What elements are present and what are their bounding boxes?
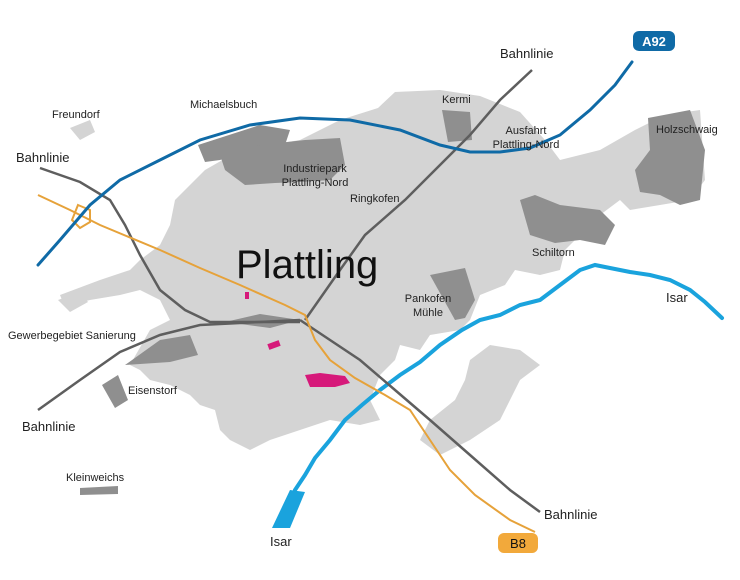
a92-badge-label: A92 [642, 34, 666, 49]
label-gewerbegebiet: Gewerbegebiet Sanierung [8, 330, 136, 342]
city-name: Plattling [236, 243, 378, 287]
label-holzschwaig: Holzschwaig [656, 124, 718, 136]
b8-badge [498, 533, 538, 553]
label-bahnlinie-left-bottom: Bahnlinie [22, 419, 76, 434]
b8-badge-label: B8 [510, 536, 526, 551]
industrial-industriepark [220, 138, 345, 185]
industrial-kleinweichs [80, 486, 118, 495]
highlight-area-main [305, 373, 350, 387]
road-b8 [37, 194, 536, 533]
label-ringkofen: Ringkofen [350, 193, 400, 205]
highlight-marker-center [267, 340, 281, 350]
railway-west-north [39, 166, 300, 324]
label-ausfahrt-line1: Ausfahrt [506, 125, 547, 137]
label-bahnlinie-top: Bahnlinie [500, 46, 554, 61]
label-freundorf: Freundorf [52, 109, 101, 121]
industrial-gewerbegebiet [125, 335, 198, 365]
a92-badge [633, 31, 675, 51]
label-isar-right: Isar [666, 290, 688, 305]
urban-area-main [60, 90, 705, 450]
label-schiltorn: Schiltorn [532, 247, 575, 259]
industrial-schiltorn [520, 195, 615, 245]
railway-southeast [299, 318, 541, 514]
label-isar-bottom: Isar [270, 534, 292, 549]
river-isar [293, 262, 724, 492]
industrial-pankofen [430, 268, 475, 320]
railway-northeast [303, 69, 533, 321]
label-michaelsbuch: Michaelsbuch [190, 99, 257, 111]
label-industriepark-line2: Plattling-Nord [282, 177, 349, 189]
label-pankofen-line1: Pankofen [405, 293, 451, 305]
industrial-kermi [442, 110, 472, 142]
label-industriepark-line1: Industriepark [283, 163, 347, 175]
industrial-michaelsbuch [198, 125, 290, 162]
railway-southwest [37, 318, 301, 412]
urban-area-east [420, 345, 540, 455]
label-pankofen-line2: Mühle [413, 307, 443, 319]
river-isar-mouth [272, 490, 305, 528]
label-kermi: Kermi [442, 94, 471, 106]
highlight-marker-north [245, 292, 249, 299]
urban-area-freundorf [70, 120, 95, 140]
label-bahnlinie-bottom-right: Bahnlinie [544, 507, 598, 522]
industrial-holzschwaig [635, 110, 705, 205]
urban-area-west [58, 292, 88, 312]
industrial-eisenstorf [102, 375, 128, 408]
label-kleinweichs: Kleinweichs [66, 472, 125, 484]
label-eisenstorf: Eisenstorf [128, 385, 178, 397]
highway-a92 [36, 60, 634, 267]
label-ausfahrt-line2: Plattling-Nord [493, 139, 560, 151]
label-bahnlinie-left-top: Bahnlinie [16, 150, 70, 165]
